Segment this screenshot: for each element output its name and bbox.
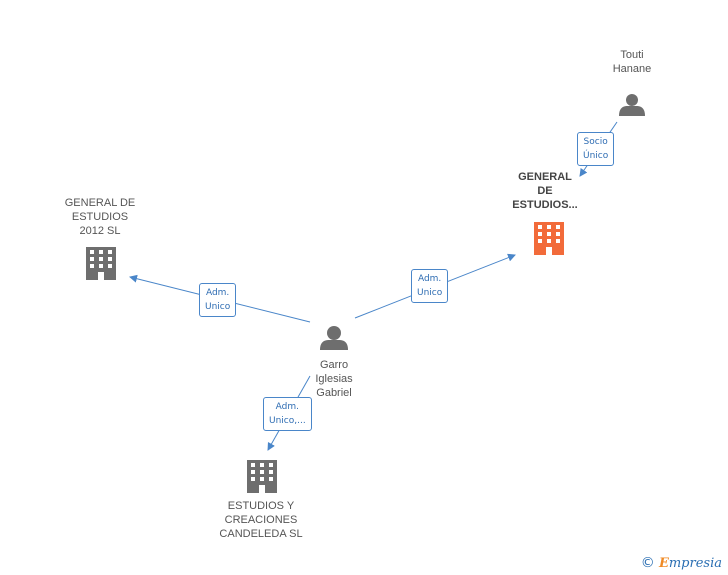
building-icon[interactable] [86, 247, 116, 280]
empresia-watermark: © Empresia [641, 555, 722, 571]
edge-label-adm-unico-2012[interactable]: Adm. Unico [199, 283, 237, 317]
brand-name: mpresia [668, 556, 722, 571]
building-icon[interactable] [534, 222, 564, 255]
person-icon[interactable] [320, 326, 348, 350]
node-label-garro-iglesias-gabriel[interactable]: Garro Iglesias Gabriel [315, 359, 353, 399]
node-label-general-de-estudios[interactable]: GENERAL DE ESTUDIOS... [512, 171, 578, 211]
person-icon[interactable] [619, 94, 645, 116]
building-icon[interactable] [247, 460, 277, 493]
node-label-estudios-y-creaciones[interactable]: ESTUDIOS Y CREACIONES CANDELEDA SL [219, 500, 303, 540]
edge-label-socio-unico[interactable]: Socio Único [577, 132, 615, 166]
edge-label-adm-unico-estudios[interactable]: Adm. Unico,... [263, 397, 312, 431]
node-label-touti-hanane[interactable]: Touti Hanane [612, 49, 652, 75]
brand-initial: E [658, 556, 669, 571]
copyright-icon: © [640, 555, 655, 571]
node-label-general-de-estudios-2012[interactable]: GENERAL DE ESTUDIOS 2012 SL [64, 197, 136, 237]
edge-label-adm-unico-general[interactable]: Adm. Unico [411, 269, 449, 303]
